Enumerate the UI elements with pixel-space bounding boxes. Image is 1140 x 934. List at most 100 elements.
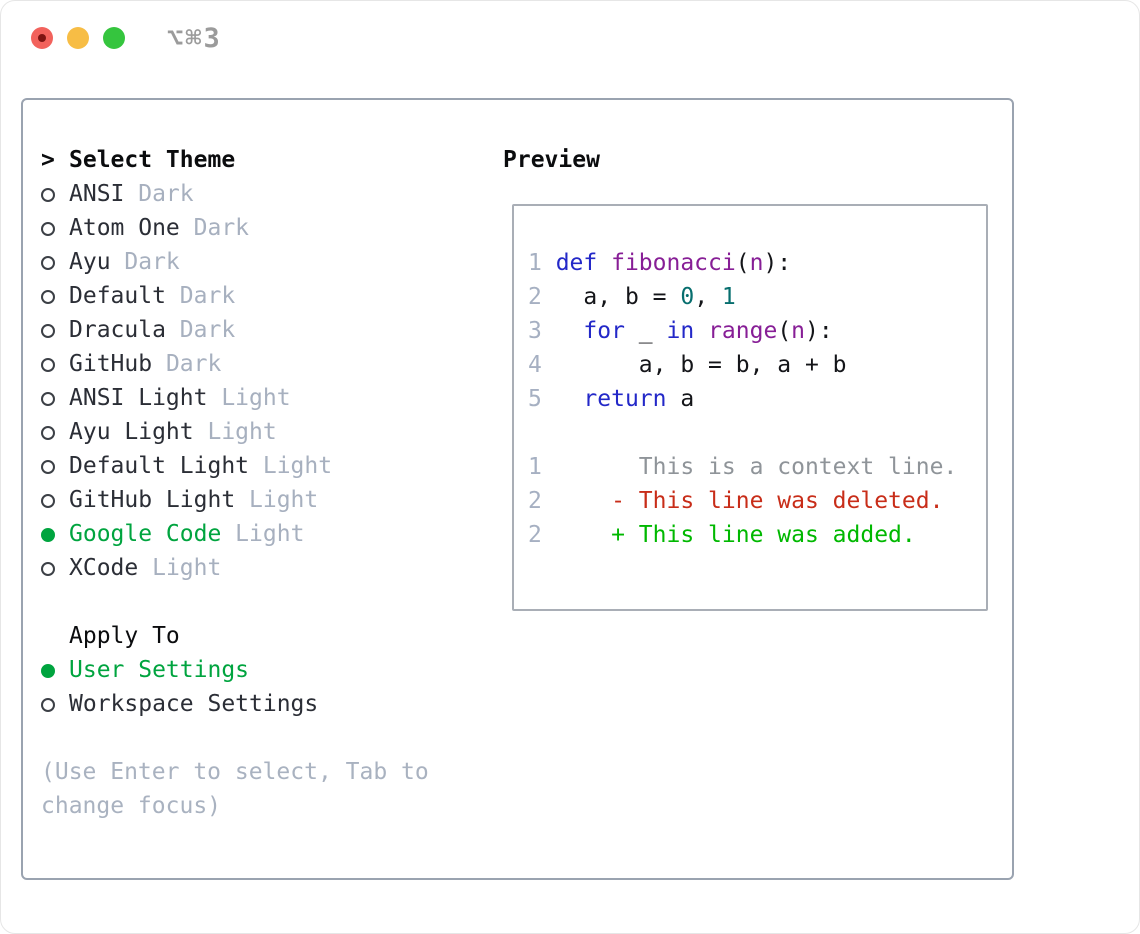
option-label: Default	[69, 283, 166, 309]
code-token-plain: _	[624, 318, 667, 344]
code-token-fn: n	[791, 318, 806, 344]
radio-icon[interactable]	[41, 188, 55, 202]
spacer	[41, 721, 429, 755]
option-ayu-light-light[interactable]: Ayu Light Light	[41, 415, 429, 449]
option-label: ANSI	[69, 181, 125, 207]
code-line: 4 a, b = b, a + b	[528, 348, 986, 382]
option-label: GitHub Light	[69, 487, 236, 513]
option-variant: Light	[249, 453, 333, 479]
code-token-ln: 2	[528, 284, 542, 310]
code-token-lit: 0	[680, 284, 695, 310]
option-variant: Light	[235, 487, 319, 513]
option-label: Ayu Light	[69, 419, 194, 445]
code-token-kw: def	[555, 250, 612, 276]
option-variant: Dark	[179, 215, 250, 241]
radio-icon[interactable]	[41, 494, 55, 508]
code-line: 5 return a	[528, 382, 986, 416]
option-github-light-light[interactable]: GitHub Light Light	[41, 483, 429, 517]
code-token-ln: 2	[528, 522, 542, 548]
preview-title: Preview	[503, 147, 600, 173]
option-label: ANSI Light	[69, 385, 208, 411]
option-variant: Light	[207, 385, 291, 411]
code-token-ln: 3	[528, 318, 542, 344]
option-label: Workspace Settings	[69, 691, 319, 717]
option-variant: Light	[221, 521, 305, 547]
option-variant: Dark	[124, 181, 194, 207]
zoom-icon[interactable]	[103, 27, 125, 49]
minimize-icon[interactable]	[67, 27, 89, 49]
code-token-plain: ):	[805, 318, 833, 344]
code-token-add: + This line was added.	[541, 522, 916, 548]
code-token-ln: 2	[528, 488, 542, 514]
option-label: XCode	[69, 555, 139, 581]
code-token-lit: 1	[721, 284, 736, 310]
radio-icon[interactable]	[41, 460, 55, 474]
radio-icon[interactable]	[41, 426, 55, 440]
code-token-plain: (	[735, 250, 750, 276]
radio-icon[interactable]	[41, 290, 55, 304]
option-ansi-dark[interactable]: ANSI Dark	[41, 177, 429, 211]
code-line: 1 def fibonacci(n):	[528, 246, 986, 280]
help-text: change focus)	[41, 793, 222, 819]
code-token-kw: return	[583, 386, 667, 412]
code-token-plain: ):	[763, 250, 792, 276]
code-line: 2 a, b = 0, 1	[528, 280, 986, 314]
option-label: Ayu	[69, 249, 111, 275]
option-label: GitHub	[69, 351, 153, 377]
code-token-del: - This line was deleted.	[541, 488, 944, 514]
code-line: 2 + This line was added.	[528, 518, 986, 552]
option-variant: Light	[138, 555, 222, 581]
option-workspace-settings[interactable]: Workspace Settings	[41, 687, 429, 721]
option-variant: Light	[193, 419, 277, 445]
prompt-icon: >	[41, 147, 55, 173]
code-token-plain	[694, 318, 708, 344]
radio-selected-icon[interactable]	[41, 528, 55, 542]
section-title-apply-to: Apply To	[69, 623, 180, 649]
code-token-fn: n	[749, 250, 764, 276]
code-line: 2 - This line was deleted.	[528, 484, 986, 518]
spacer	[41, 585, 429, 619]
option-default-dark[interactable]: Default Dark	[41, 279, 429, 313]
section-title-select-theme: >Select Theme	[41, 143, 429, 177]
radio-selected-icon[interactable]	[41, 664, 55, 678]
option-variant: Dark	[152, 351, 222, 377]
option-xcode-light[interactable]: XCode Light	[41, 551, 429, 585]
option-label: Default Light	[69, 453, 250, 479]
window-title: ⌥⌘3	[167, 23, 222, 54]
radio-icon[interactable]	[41, 222, 55, 236]
code-token-ctx: This is a context line.	[541, 454, 958, 480]
radio-icon[interactable]	[41, 256, 55, 270]
code-token-plain	[542, 386, 584, 412]
option-atom-one-dark[interactable]: Atom One Dark	[41, 211, 429, 245]
code-token-ln: 1	[528, 250, 556, 276]
radio-icon[interactable]	[41, 698, 55, 712]
option-github-dark[interactable]: GitHub Dark	[41, 347, 429, 381]
radio-icon[interactable]	[41, 562, 55, 576]
code-token-plain: a	[666, 386, 695, 412]
option-dracula-dark[interactable]: Dracula Dark	[41, 313, 429, 347]
option-default-light-light[interactable]: Default Light Light	[41, 449, 429, 483]
option-ayu-dark[interactable]: Ayu Dark	[41, 245, 429, 279]
code-token-plain	[542, 318, 584, 344]
option-variant: Dark	[165, 283, 236, 309]
radio-icon[interactable]	[41, 392, 55, 406]
code-token-plain: a, b = b, a + b	[541, 352, 847, 378]
radio-icon[interactable]	[41, 358, 55, 372]
code-line: 3 for _ in range(n):	[528, 314, 986, 348]
code-token-kw: in	[666, 318, 695, 344]
code-token-kw: for	[583, 318, 625, 344]
option-variant: Dark	[110, 249, 180, 275]
option-user-settings[interactable]: User Settings	[41, 653, 429, 687]
option-ansi-light-light[interactable]: ANSI Light Light	[41, 381, 429, 415]
option-label: User Settings	[69, 657, 250, 683]
option-google-code-light[interactable]: Google Code Light	[41, 517, 429, 551]
radio-icon[interactable]	[41, 324, 55, 338]
option-variant: Dark	[165, 317, 236, 343]
code-token-ln: 1	[528, 454, 542, 480]
close-icon[interactable]	[31, 27, 53, 49]
code-token-plain: a, b =	[541, 284, 681, 310]
titlebar: ⌥⌘3	[1, 1, 1139, 76]
